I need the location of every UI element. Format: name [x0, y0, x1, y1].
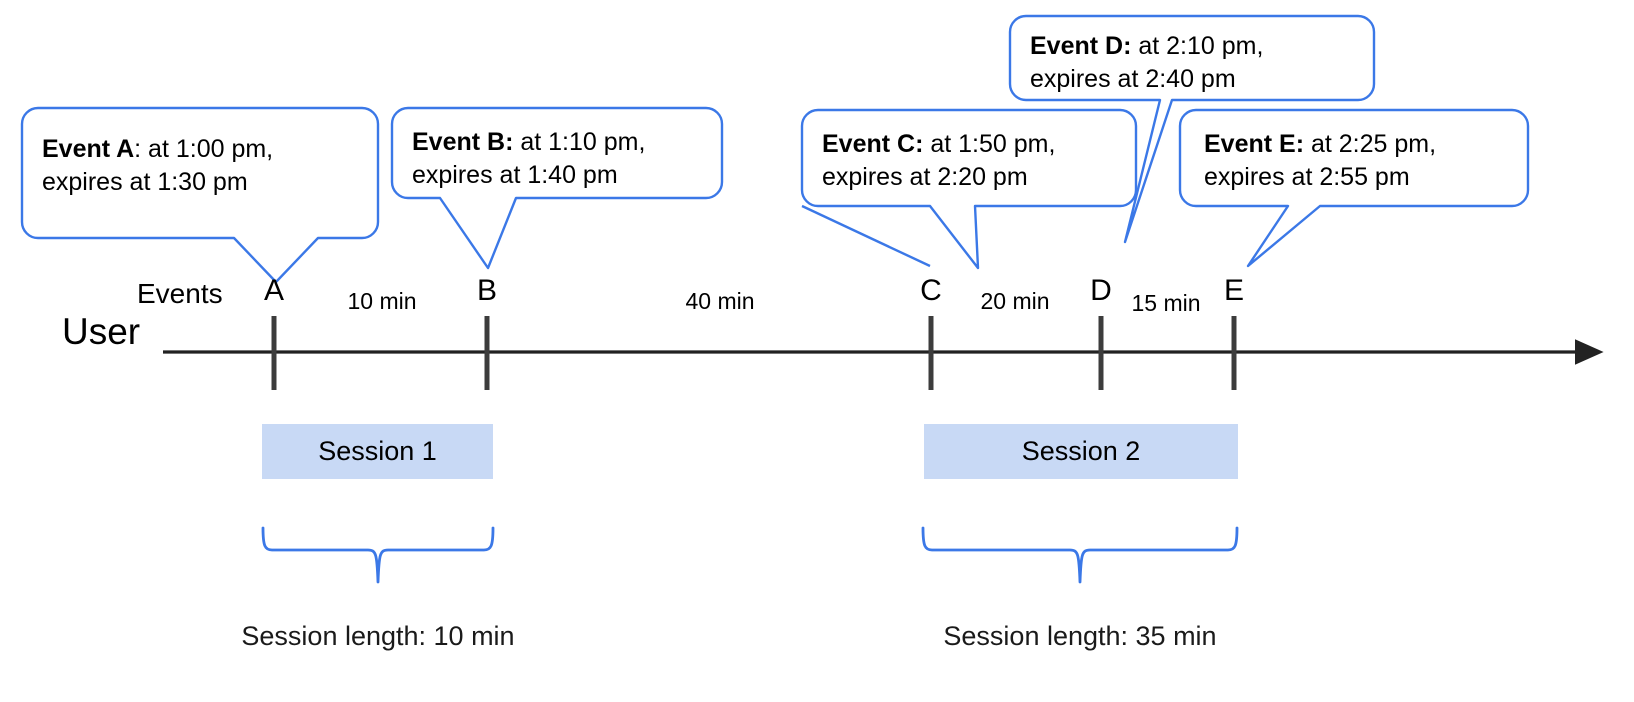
- brace-session-2: [921, 526, 1239, 584]
- callout-bubble-c: [800, 108, 1138, 270]
- callout-a-rest: : at 1:00 pm,: [134, 135, 274, 163]
- session-caption-1: Session length: 10 min: [241, 621, 515, 651]
- tick-label-b: B: [476, 274, 497, 307]
- callout-e-bold: Event E:: [1204, 130, 1305, 158]
- lane-label-events: Events: [137, 278, 223, 309]
- callout-tail-c: [801, 204, 931, 268]
- callout-a-bold: Event A: [42, 135, 135, 163]
- callout-text-a: Event A: at 1:00 pm, expires at 1:30 pm: [42, 133, 273, 199]
- callout-c-rest: at 1:50 pm,: [923, 130, 1056, 158]
- callout-e-line2: expires at 2:55 pm: [1204, 163, 1410, 191]
- callout-bubble-e: [1178, 108, 1530, 268]
- session-bar-2-label: Session 2: [1021, 436, 1141, 466]
- session-bar-2: Session 2: [924, 424, 1238, 479]
- session-bar-1: Session 1: [262, 424, 493, 479]
- callout-bubble-d: [1008, 14, 1376, 244]
- callout-c-bold: Event C:: [822, 130, 924, 158]
- callout-b-bold: Event B:: [412, 128, 514, 156]
- callout-b-line2: expires at 1:40 pm: [412, 161, 618, 189]
- tick-label-d: D: [1090, 274, 1112, 307]
- brace-session-1: [261, 526, 495, 584]
- callout-d-rest: at 2:10 pm,: [1131, 32, 1264, 60]
- tick-label-e: E: [1223, 274, 1244, 307]
- callout-text-e: Event E: at 2:25 pm, expires at 2:55 pm: [1204, 128, 1436, 194]
- callout-e-rest: at 2:25 pm,: [1304, 130, 1437, 158]
- interval-label-ab: 10 min: [347, 288, 417, 314]
- callout-bubble-b: [390, 106, 724, 270]
- callout-bubble-a: [20, 106, 380, 284]
- callout-text-c: Event C: at 1:50 pm, expires at 2:20 pm: [822, 128, 1055, 194]
- interval-label-cd: 20 min: [980, 288, 1050, 314]
- tick-label-a: A: [263, 274, 284, 307]
- callout-b-rest: at 1:10 pm,: [513, 128, 646, 156]
- callout-a-line2: expires at 1:30 pm: [42, 168, 248, 196]
- callout-text-d: Event D: at 2:10 pm, expires at 2:40 pm: [1030, 30, 1263, 96]
- interval-label-bc: 40 min: [685, 288, 755, 314]
- session-bar-1-label: Session 1: [318, 436, 437, 466]
- tick-label-c: C: [920, 274, 942, 307]
- callout-c-line2: expires at 2:20 pm: [822, 163, 1028, 191]
- callout-d-bold: Event D:: [1030, 32, 1132, 60]
- session-caption-2: Session length: 35 min: [943, 621, 1217, 651]
- interval-label-de: 15 min: [1131, 290, 1201, 316]
- callout-text-b: Event B: at 1:10 pm, expires at 1:40 pm: [412, 126, 645, 192]
- lane-label-user: User: [62, 311, 141, 352]
- callout-d-line2: expires at 2:40 pm: [1030, 65, 1236, 93]
